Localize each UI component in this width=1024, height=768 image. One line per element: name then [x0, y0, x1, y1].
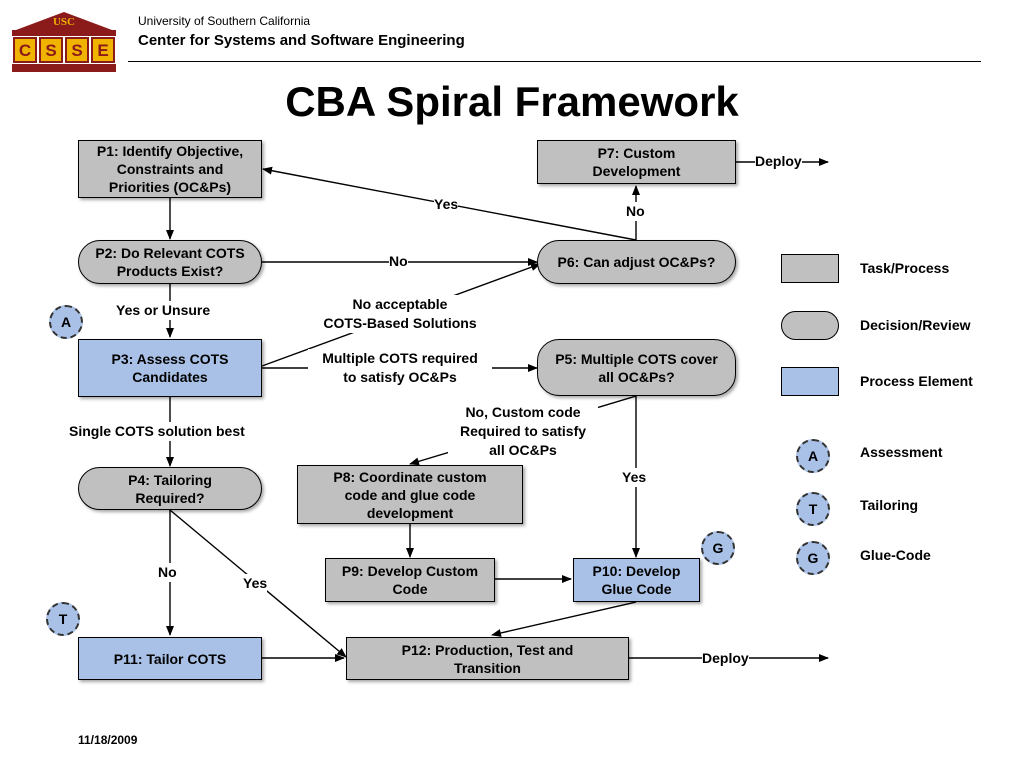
legend-assessment-marker: A: [796, 439, 830, 473]
logo-letter-e: E: [97, 41, 109, 60]
node-p5: P5: Multiple COTS cover all OC&Ps?: [537, 339, 736, 396]
label-multiple-cots: Multiple COTS required to satisfy OC&Ps: [308, 349, 492, 387]
header-divider: [128, 61, 981, 62]
center-name: Center for Systems and Software Engineer…: [138, 32, 465, 49]
legend-tailoring-label: Tailoring: [860, 497, 919, 513]
node-p4: P4: Tailoring Required?: [78, 467, 262, 510]
legend-process-element-label: Process Element: [860, 373, 973, 389]
label-yes-p4-p12: Yes: [243, 574, 268, 593]
edge-p10-p12: [491, 601, 637, 637]
slide-title: CBA Spiral Framework: [285, 78, 739, 125]
legend-task-swatch: [781, 254, 839, 283]
legend-assessment-label: Assessment: [860, 444, 943, 460]
node-p7: P7: Custom Development: [537, 140, 736, 184]
logo-usc-text: USC: [52, 16, 75, 28]
legend-tailoring-marker: T: [796, 492, 830, 526]
label-deploy-bottom: Deploy: [702, 649, 749, 668]
marker-assessment: A: [49, 305, 83, 339]
logo-letter-c: C: [18, 41, 32, 60]
legend-decision-swatch: [781, 311, 839, 340]
node-p1: P1: Identify Objective, Constraints and …: [78, 140, 262, 198]
label-yes-p5-p10: Yes: [622, 468, 647, 487]
usc-csse-logo: USC C S S E: [8, 10, 120, 74]
label-yes-p6-p1: Yes: [434, 195, 459, 214]
node-p2: P2: Do Relevant COTS Products Exist?: [78, 240, 262, 284]
legend-task-label: Task/Process: [860, 260, 950, 276]
node-p12: P12: Production, Test and Transition: [346, 637, 629, 680]
legend-process-element-swatch: [781, 367, 839, 396]
node-p3: P3: Assess COTS Candidates: [78, 339, 262, 397]
node-p6: P6: Can adjust OC&Ps?: [537, 240, 736, 284]
label-no-p2-p6: No: [389, 252, 408, 271]
label-no-p4-p11: No: [158, 563, 177, 582]
legend-decision-label: Decision/Review: [860, 317, 971, 333]
logo-letter-s1: S: [45, 41, 57, 60]
university-name: University of Southern California: [138, 14, 311, 28]
legend-glue-code-label: Glue-Code: [860, 547, 931, 563]
logo-letter-s2: S: [71, 41, 83, 60]
label-yes-or-unsure: Yes or Unsure: [116, 301, 211, 320]
node-p10: P10: Develop Glue Code: [573, 558, 700, 602]
label-deploy-top: Deploy: [755, 152, 802, 171]
label-no-custom-code: No, Custom code Required to satisfy all …: [448, 403, 598, 460]
node-p8: P8: Coordinate custom code and glue code…: [297, 465, 523, 524]
footer-date: 11/18/2009: [78, 733, 138, 747]
label-no-p6-p7: No: [626, 202, 645, 221]
label-single-cots: Single COTS solution best: [69, 422, 245, 441]
legend-glue-code-marker: G: [796, 541, 830, 575]
node-p11: P11: Tailor COTS: [78, 637, 262, 680]
marker-tailoring: T: [46, 602, 80, 636]
marker-glue-code: G: [701, 531, 735, 565]
label-no-acceptable: No acceptable COTS-Based Solutions: [312, 295, 488, 333]
node-p9: P9: Develop Custom Code: [325, 558, 495, 602]
